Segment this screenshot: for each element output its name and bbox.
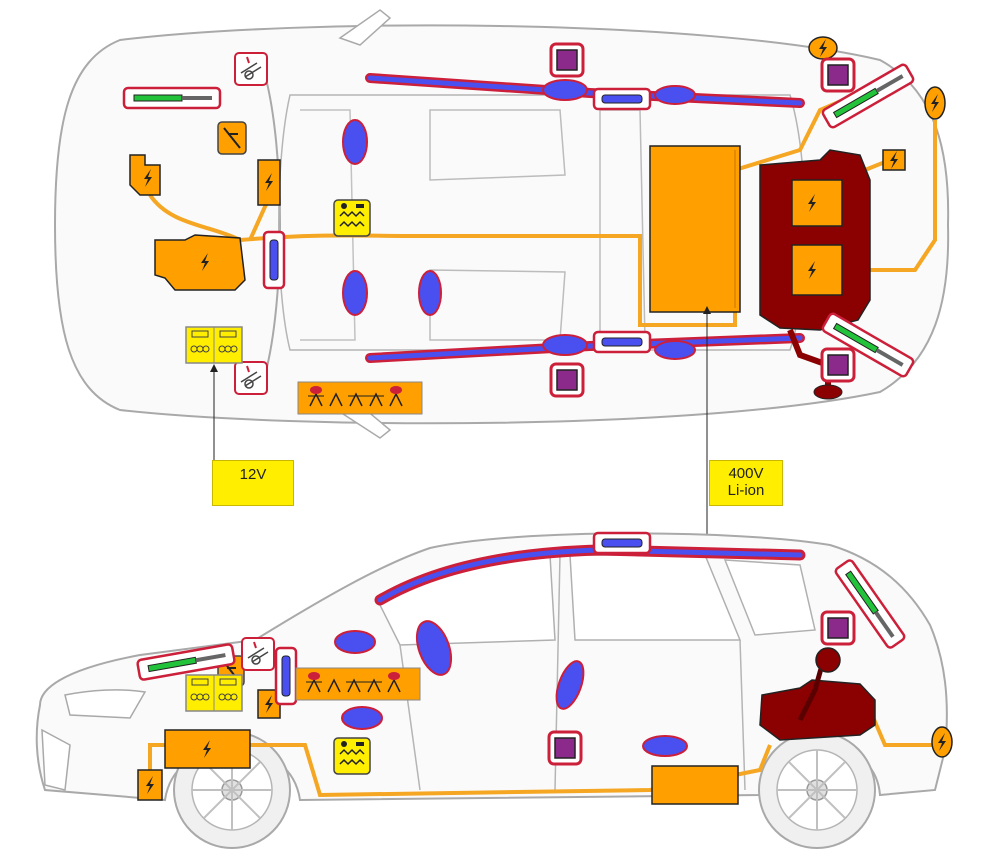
- airbag-side-5: [642, 735, 688, 757]
- callout-hv-battery: 400V Li-ion: [709, 460, 783, 506]
- crash-sensor-side-1: [820, 610, 856, 646]
- steering-pretensioner-top: [262, 230, 286, 290]
- top-view: [53, 9, 950, 439]
- battery-12v-top: [185, 326, 243, 364]
- airbag-side-3: [341, 706, 383, 730]
- callout-hv-chemistry: Li-ion: [727, 482, 765, 499]
- hv-cable-front: [148, 193, 270, 242]
- hv-rear-module-top-2: [791, 244, 843, 296]
- airbag-side-2: [415, 620, 453, 676]
- airbag-side-4: [555, 660, 585, 710]
- callout-12v-label: 12V: [239, 466, 267, 483]
- hood-actuator-side: [241, 637, 275, 671]
- crash-sensor-top-3: [549, 362, 585, 398]
- seatbelt-pretensioner-side: [592, 531, 652, 555]
- curtain-airbag-left-top-core: [367, 75, 803, 106]
- airbag-side-top-1: [542, 79, 588, 101]
- fuel-filler-pipe-side: [797, 664, 825, 722]
- airbag-side-top-2: [654, 85, 696, 105]
- curtain-airbag-right-top-core: [367, 335, 803, 361]
- fuel-tank-side: [759, 679, 876, 741]
- crash-sensor-side-2: [547, 730, 583, 766]
- fuel-filler-cap-side: [815, 647, 841, 673]
- side-view: [35, 531, 953, 849]
- top-view-mirror-left: [338, 9, 392, 46]
- pedestrian-protection-side: [295, 667, 421, 701]
- airbag-side-1: [334, 630, 376, 654]
- side-view-grille: [41, 728, 71, 791]
- hv-front-unit-top: [154, 234, 246, 291]
- rear-wheel: [758, 731, 876, 849]
- crash-sensor-top-2: [820, 57, 856, 93]
- airbag-knee-top: [418, 270, 442, 316]
- top-view-windshield: [264, 74, 281, 376]
- hv-battery-top: [649, 145, 741, 313]
- steering-pretensioner-side: [274, 646, 298, 706]
- callout-hv-voltage: 400V: [728, 465, 764, 482]
- curtain-airbag-side-core: [377, 547, 803, 603]
- fuel-filler-cap-top: [813, 384, 843, 400]
- gas-strut-top-front: [122, 86, 222, 110]
- crash-sensor-top-4: [820, 347, 856, 383]
- pointer-12v-arrow: [210, 364, 218, 372]
- crash-sensor-top-1: [549, 42, 585, 78]
- airbag-side-top-3: [542, 334, 588, 356]
- pedestrian-protection-top: [297, 381, 423, 415]
- airbag-control-unit-side: [333, 737, 371, 775]
- battery-12v-side: [185, 674, 243, 712]
- callout-12v-battery: 12V: [212, 460, 294, 506]
- airbag-driver-top: [342, 119, 368, 165]
- fuel-tank-top: [759, 149, 871, 331]
- seatbelt-pretensioner-top-1: [592, 87, 652, 111]
- hood-actuator-top-2: [234, 361, 268, 395]
- hv-inverter-top: [129, 154, 161, 196]
- battery-disconnect-top-icon: [223, 127, 241, 149]
- hv-rear-module-top-1: [791, 179, 843, 227]
- seatbelt-pretensioner-top-2: [592, 330, 652, 354]
- hv-battery-side: [651, 765, 739, 805]
- hood-actuator-top-1: [234, 52, 268, 86]
- airbag-control-unit-top: [333, 199, 371, 237]
- airbag-side-top-4: [654, 340, 696, 360]
- pointer-400v-arrow-up: [703, 306, 711, 314]
- airbag-passenger-top: [342, 270, 368, 316]
- side-view-headlight: [64, 689, 147, 719]
